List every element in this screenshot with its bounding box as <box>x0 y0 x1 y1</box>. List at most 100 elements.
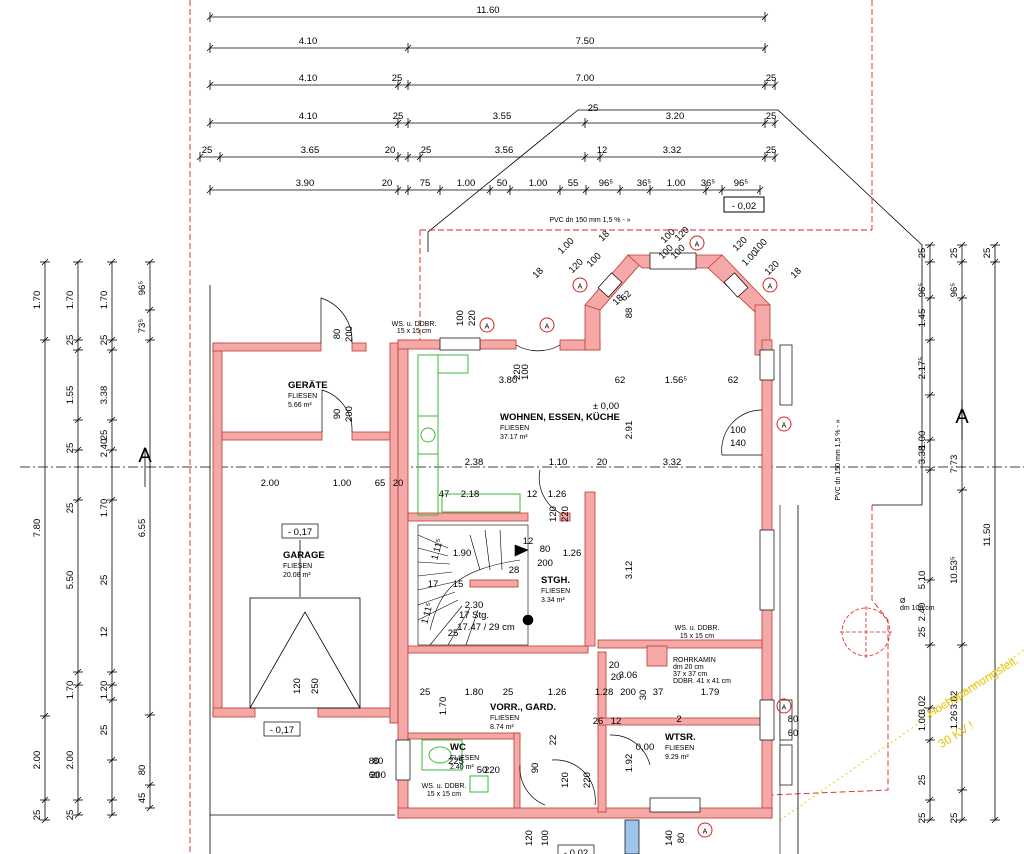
room-wohnen-area: 37.17 m² <box>500 434 528 441</box>
room-vorr-area: 8.74 m² <box>490 724 514 731</box>
dimension-label: 3.32 <box>663 457 682 468</box>
mark-label: A <box>695 242 700 249</box>
door-dimension: 3.06 <box>619 670 638 681</box>
room-stgh-floor: FLIESEN <box>541 588 570 595</box>
door-dimension: 100 <box>730 425 746 436</box>
dimension-label: 1.80 <box>465 687 484 698</box>
dimension-label: 25 <box>982 248 993 259</box>
dimension-label: 25 <box>949 248 960 259</box>
vertical-dimension: 22 <box>548 735 559 746</box>
ws-note: 15 x 15 cm <box>427 791 461 798</box>
dimension-label: 1.28 <box>595 687 614 698</box>
bay-dimension: 100 <box>585 251 604 270</box>
dimension-label: 12 <box>597 145 608 156</box>
door-dimension: 26 <box>593 716 604 727</box>
room-garage-floor: FLIESEN <box>283 563 312 570</box>
door-dimension: 220 <box>484 765 500 776</box>
room-geraete-area: 5.66 m² <box>288 402 312 409</box>
dimension-label: 25 <box>917 248 928 259</box>
dimension-label: 25 <box>392 73 403 84</box>
dimension-label: 10.53⁵ <box>949 556 960 584</box>
mark-label: A <box>782 423 787 430</box>
room-wc-area: 2.40 m² <box>450 764 474 771</box>
dimension-label: 3.55 <box>493 111 512 122</box>
mark-circle <box>572 277 588 293</box>
room-wtsr-area: 9.29 m² <box>665 754 689 761</box>
stair-label: 28 <box>509 565 520 576</box>
dimension-label: 5.10 <box>917 571 928 590</box>
door-dimension: 80 <box>369 756 380 767</box>
dimension-label: 20 <box>393 478 404 489</box>
dimension-label: 36⁵ <box>637 178 652 189</box>
ws-note: 15 x 15 cm <box>397 328 431 335</box>
dimension-label: 36⁵ <box>701 178 716 189</box>
dimension-label: 2.00 <box>65 751 76 770</box>
dimension-label: 11.50 <box>982 523 993 546</box>
door-dimension: 220 <box>560 506 571 522</box>
door-dimension: 220 <box>467 310 478 326</box>
dimension-label: 3.02 <box>949 691 960 710</box>
dimension-label: 73⁵ <box>137 319 148 334</box>
room-wc-floor: FLIESEN <box>450 755 479 762</box>
ws-note: 15 x 15 cm <box>680 633 714 640</box>
mark-label: A <box>768 284 773 291</box>
dimension-label: 1.00 <box>917 713 928 732</box>
dimension-label: 25 <box>99 430 110 441</box>
door-dimension: 200 <box>344 406 355 422</box>
door-dimension: 200 <box>370 770 386 781</box>
garage-level: - 0,17 <box>288 527 312 538</box>
dimension-label: 25 <box>99 575 110 586</box>
dimension-label: 25 <box>32 810 43 821</box>
door-dimension: 80 <box>788 714 799 725</box>
mark-label: A <box>485 324 490 331</box>
door-dimension: 60 <box>788 728 799 739</box>
dimension-label: 1.20 <box>99 681 110 700</box>
dimension-label: 25 <box>65 443 76 454</box>
room-wohnen-floor: FLIESEN <box>500 425 529 432</box>
dimension-label: 1.70 <box>65 681 76 700</box>
bay-dimension: 120 <box>731 235 750 254</box>
dimension-label: 25 <box>420 687 431 698</box>
room-wtsr-floor: FLIESEN <box>665 745 694 752</box>
bay-dimension: 120 <box>673 225 692 244</box>
ws-note: WS. u. DDBR. <box>422 783 467 790</box>
dimension-label: 45 <box>137 793 148 804</box>
garage-level-box <box>281 523 319 539</box>
dimension-lines <box>40 12 1000 824</box>
dimension-label: 25 <box>917 813 928 824</box>
dimension-label: 1.26 <box>548 489 567 500</box>
dimension-label: 4.10 <box>299 73 318 84</box>
door-dimension: 80 <box>332 329 343 340</box>
door-dimension: 100 <box>520 364 531 380</box>
vertical-dimension: 120 <box>560 772 571 788</box>
dimension-label: 25 <box>917 775 928 786</box>
dimension-label: 1.70 <box>32 291 43 310</box>
stair-label: 1.26 <box>563 548 582 559</box>
stair-label: 200 <box>537 558 553 569</box>
dimension-label: 1.79 <box>701 687 720 698</box>
dimension-label: 25 <box>503 687 514 698</box>
vertical-dimension: 2.91 <box>624 421 635 440</box>
dimension-label: 7.00 <box>576 73 595 84</box>
level-label: - 0,02 <box>732 201 756 212</box>
door-dimension: 140 <box>730 438 746 449</box>
dimension-label: 5.50 <box>65 571 76 590</box>
door-dimension: 140 <box>664 830 675 846</box>
pvc-note-top: PVC dn 150 mm 1,5 % - » <box>549 217 630 224</box>
dimension-label: 96⁵ <box>599 178 614 189</box>
vertical-dimension: 1.70 <box>438 697 449 716</box>
dimension-label: 7.50 <box>576 36 595 47</box>
room-stgh-name: STGH. <box>541 575 570 586</box>
door-dimension: 90 <box>332 409 343 420</box>
dimension-label: 25 <box>766 111 777 122</box>
tree-symbol <box>840 606 892 658</box>
dimension-label: 2.18 <box>461 489 480 500</box>
level-box <box>723 196 765 213</box>
dimension-label: 25 <box>421 145 432 156</box>
dimension-label: 7.80 <box>32 519 43 538</box>
door-dimension: 50 <box>477 765 488 776</box>
dimension-label: 1.00 <box>333 478 352 489</box>
dimension-label: 1.26 <box>548 687 567 698</box>
mark-circle <box>762 277 778 293</box>
